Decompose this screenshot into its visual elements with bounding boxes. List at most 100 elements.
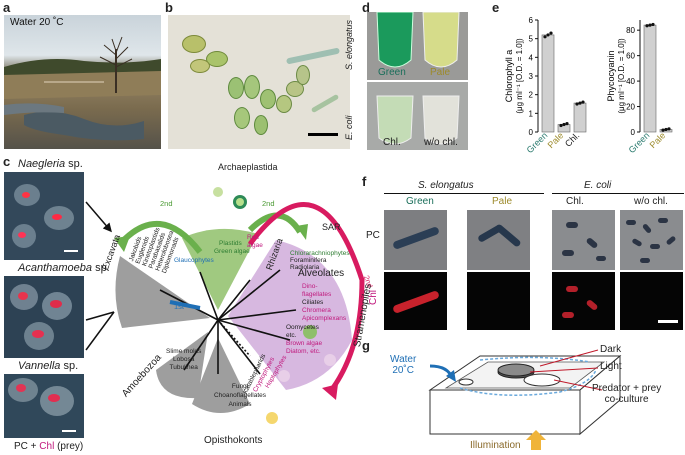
alveolate-items: Dino- flagellates Ciliates Chromera Apic… xyxy=(302,283,347,322)
tube-label-wo-chl: w/o chl. xyxy=(424,137,458,148)
point-0-1-1 xyxy=(562,122,566,127)
point-0-2-2 xyxy=(581,100,585,104)
tube-label-pale: Pale xyxy=(430,67,451,78)
label-2nd-left: 2nd xyxy=(160,199,173,208)
y-tick-label-1-2: 40 xyxy=(626,77,635,86)
point-1-1-1 xyxy=(664,127,668,132)
chl-chl xyxy=(552,272,615,330)
dark-label: Dark xyxy=(600,344,622,355)
row-label-ecoli: E. coli xyxy=(344,115,354,140)
col-label-pale: Pale xyxy=(492,196,513,207)
light-label: Light xyxy=(600,361,622,372)
micrograph-legend: PC + Chl (prey) xyxy=(14,441,84,452)
label-2nd-right: 2nd xyxy=(262,199,275,208)
y-axis-label-0: Chlorophyll a xyxy=(504,50,514,103)
panel-label-b: b xyxy=(165,0,173,15)
y-tick-label-0-3: 3 xyxy=(529,72,534,81)
chl-wo-chl xyxy=(620,272,683,330)
micrograph-vannella xyxy=(4,374,84,438)
y-axis-unit-0: (μg ml⁻¹ [O.D. = 1.0]) xyxy=(515,38,524,114)
point-1-0-1 xyxy=(648,23,652,27)
y-tick-label-1-3: 60 xyxy=(626,52,635,61)
clade-alveolates: Alveolates xyxy=(298,268,345,279)
pc-wo-chl xyxy=(620,210,683,270)
clade-sar: SAR xyxy=(322,222,341,232)
pc-pale xyxy=(467,210,530,270)
amoebozoa-items: Slime molds Lobosa Tubulinea xyxy=(166,348,202,371)
point-0-2-0 xyxy=(575,102,579,106)
y-axis-label-1: Phycocyanin xyxy=(606,50,616,101)
point-0-0-0 xyxy=(543,35,547,39)
stramenopile-items: Oomycetes etc. Brown algae Diatom, etc. xyxy=(286,324,323,355)
scale-bar-f xyxy=(658,320,678,323)
category-label-0-2: Chl. xyxy=(563,130,581,148)
water-temp-caption: Water 20 ˚C xyxy=(10,17,64,28)
y-axis-unit-1: (μg ml⁻¹ [O.D. = 1.0]) xyxy=(617,38,626,114)
point-0-2-1 xyxy=(578,101,582,105)
y-tick-label-1-4: 80 xyxy=(626,26,635,35)
bar-0-2 xyxy=(573,102,587,133)
point-0-1-0 xyxy=(559,123,563,128)
micrograph-arrows xyxy=(85,201,115,351)
wetland-scene xyxy=(4,36,161,141)
row-label-pc: PC xyxy=(366,230,380,241)
tubes-selongatus xyxy=(367,12,468,80)
scale-bar-b xyxy=(308,133,338,136)
coculture-label: Predator + prey co-culture xyxy=(592,383,662,405)
micrograph-acanthamoeba xyxy=(4,276,84,358)
group-label-ecoli: E. coli xyxy=(584,180,612,191)
pc-chl xyxy=(552,210,615,270)
col-label-green: Green xyxy=(406,196,434,207)
point-0-0-1 xyxy=(546,33,550,37)
row-label-chl: Chl xyxy=(368,289,380,306)
clade-opisthokonts: Opisthokonts xyxy=(204,435,263,446)
y-tick-label-0-2: 2 xyxy=(529,91,534,100)
bar-0-0 xyxy=(541,34,555,133)
panel-label-g: g xyxy=(362,338,370,353)
y-tick-label-1-0: 0 xyxy=(631,128,636,137)
col-label-wo-chl: w/o chl. xyxy=(634,196,668,207)
point-0-1-2 xyxy=(565,122,569,126)
panel-label-a: a xyxy=(3,0,11,15)
group-label-selongatus: S. elongatus xyxy=(418,180,474,191)
panel-label-d: d xyxy=(362,0,370,15)
tube-label-green: Green xyxy=(378,67,406,78)
y-tick-label-0-1: 1 xyxy=(529,109,534,118)
point-0-0-2 xyxy=(549,31,553,35)
chl-green xyxy=(384,272,447,330)
label-green-algae: Green algae xyxy=(214,248,250,255)
micrograph-naegleria xyxy=(4,172,84,260)
point-1-1-2 xyxy=(667,127,671,131)
label-1st: 1st xyxy=(174,302,185,311)
point-1-1-0 xyxy=(661,128,665,132)
chl-pale xyxy=(467,272,530,330)
y-tick-label-0-0: 0 xyxy=(529,128,534,137)
point-1-0-0 xyxy=(645,24,649,28)
organism-label-vannella: Vannella sp. xyxy=(18,360,79,372)
y-tick-label-0-4: 4 xyxy=(529,53,534,62)
y-tick-label-0-5: 5 xyxy=(529,35,534,44)
wetland-photo: Water 20 ˚C xyxy=(4,15,161,149)
panel-label-e: e xyxy=(492,0,500,15)
pc-green xyxy=(384,210,447,270)
label-glaucophytes: Glaucophytes xyxy=(174,257,214,264)
culture-apparatus xyxy=(428,349,622,450)
panel-label-c: c xyxy=(3,154,11,169)
point-1-0-2 xyxy=(651,22,655,27)
tube-label-chl: Chl. xyxy=(383,137,401,148)
tubes-ecoli xyxy=(367,82,468,150)
bar-1-0 xyxy=(643,24,657,133)
label-plastids: Plastids xyxy=(219,240,242,247)
category-label-1-1: Pale xyxy=(648,130,668,150)
micrograph-b xyxy=(168,15,350,149)
eukaryote-tree xyxy=(114,187,365,424)
water-label: Water 20˚C xyxy=(390,354,417,376)
illumination-label: Illumination xyxy=(470,440,521,451)
panel-label-f: f xyxy=(362,174,367,189)
clade-archaeplastida: Archaeplastida xyxy=(218,162,278,172)
opisthokont-items: Fungi Choanoflagellates Animals xyxy=(213,383,267,408)
y-tick-label-1-1: 20 xyxy=(626,103,635,112)
